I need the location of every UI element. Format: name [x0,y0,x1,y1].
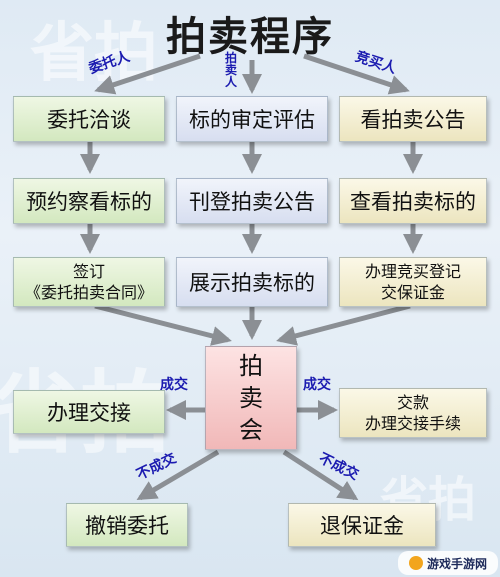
box-consignment-negotiation: 委托洽谈 [13,96,165,142]
box-publish-notice: 刊登拍卖公告 [176,178,328,224]
label-auctioneer: 拍 卖 人 [225,51,238,89]
box-sign-contract: 签订 《委托拍卖合同》 [13,257,165,307]
arrow-right-to-auction [276,303,411,346]
logo-icon [408,556,423,570]
site-logo: 游戏手游网 [398,551,498,575]
box-appraisal: 标的审定评估 [176,96,328,142]
diagram-title: 拍卖程序 [166,14,334,60]
box-register-deposit: 办理竞买登记 交保证金 [339,257,487,307]
box-revoke-consignment: 撤销委托 [66,503,188,547]
arrow-to-left-column [94,53,201,95]
arrow-to-revoke [136,449,220,501]
logo-text: 游戏手游网 [426,556,487,571]
box-schedule-inspection: 预约察看标的 [13,178,165,224]
label-deal-right: 成交 [303,377,331,393]
box-refund-deposit: 退保证金 [288,503,436,547]
arrow-to-right-column [303,53,410,95]
arrow-left-to-auction [94,303,232,346]
box-payment-handover: 交款 办理交接手续 [339,388,487,438]
box-handover: 办理交接 [13,390,165,434]
box-inspect-lot: 查看拍卖标的 [339,178,487,224]
box-display-lot: 展示拍卖标的 [176,257,328,307]
arrow-to-refund [282,449,359,501]
label-deal-left: 成交 [160,377,188,393]
box-read-notice: 看拍卖公告 [339,96,487,142]
box-auction: 拍 卖 会 [205,346,297,450]
